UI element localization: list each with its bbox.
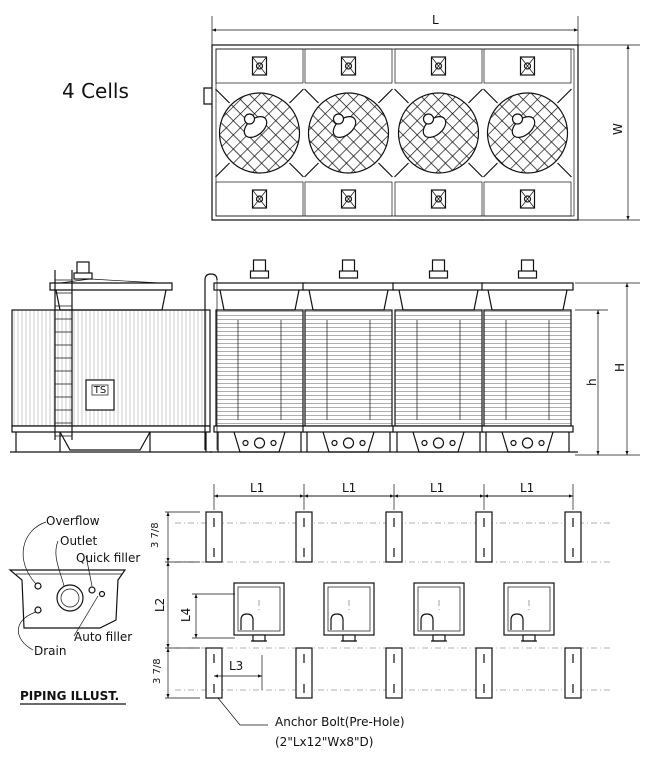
fan-grille [483,88,572,178]
front-cell [392,259,485,453]
dim-L1-1: L1 [250,481,264,495]
front-cells [210,259,578,453]
ladder [55,279,72,437]
label-drain: Drain [34,644,66,658]
pier-grid [205,511,582,699]
piping-caption: PIPING ILLUST. [20,689,119,703]
front-cell [213,259,306,453]
basin-panel [483,48,572,84]
basin-panel [394,181,483,217]
basin-panel [304,181,393,217]
dim-h: h [585,378,599,386]
label-outlet: Outlet [60,534,97,548]
front-cell [481,259,574,453]
dim-L2: L2 [153,598,167,612]
pier-footing [475,511,493,563]
dim-L1-3: L1 [430,481,444,495]
foundation-plan: L1 L1 L1 L1 3 7/8 L2 L4 3 7/8 L3 Anchor … [150,481,610,749]
basin-outlet [233,582,285,642]
basin-outlets [233,582,555,642]
dim-H: H [613,363,627,372]
label-auto-filler: Auto filler [74,630,132,644]
basin-panel [215,181,304,217]
fan-grille [215,88,304,178]
basin-panel [215,48,304,84]
top-plan-view: L W [203,13,640,221]
pier-footing [564,647,582,699]
dim-W: W [611,123,625,135]
basin-outlet [503,582,555,642]
title: 4 Cells [62,79,129,103]
dim-offset-bottom: 3 7/8 [152,658,163,684]
basin-outlet [323,582,375,642]
pier-footing [385,511,403,563]
basin-panel [394,48,483,84]
label-quick-filler: Quick filler [76,551,140,565]
basin-panel [304,48,393,84]
fan-row [215,88,572,178]
pier-footing [564,511,582,563]
front-cell [302,259,395,453]
dim-L3: L3 [229,659,243,673]
dim-offset-top: 3 7/8 [150,522,161,548]
fan-grille [394,88,483,178]
front-elevation-view: h H [204,259,640,456]
dim-L4: L4 [179,608,193,622]
pier-footing [295,511,313,563]
basin-outlet [413,582,465,642]
anchor-label-1: Anchor Bolt(Pre-Hole) [275,715,405,729]
label-overflow: Overflow [46,514,100,528]
dim-L1-4: L1 [520,481,534,495]
fan-grille [304,88,393,178]
dim-L1-2: L1 [342,481,356,495]
piping-illustration: Overflow Outlet Quick filler Auto filler… [8,514,140,705]
anchor-label-2: (2"Lx12"Wx8"D) [275,735,373,749]
basin-panel [483,181,572,217]
side-elevation-view: TS [10,261,212,453]
pier-footing [385,647,403,699]
pier-footing [475,647,493,699]
dim-L: L [432,13,439,27]
side-view-badge: TS [93,385,106,396]
pier-footing [205,511,223,563]
pier-footing [295,647,313,699]
pier-footing [205,647,223,699]
top-basin-panels [215,48,572,217]
